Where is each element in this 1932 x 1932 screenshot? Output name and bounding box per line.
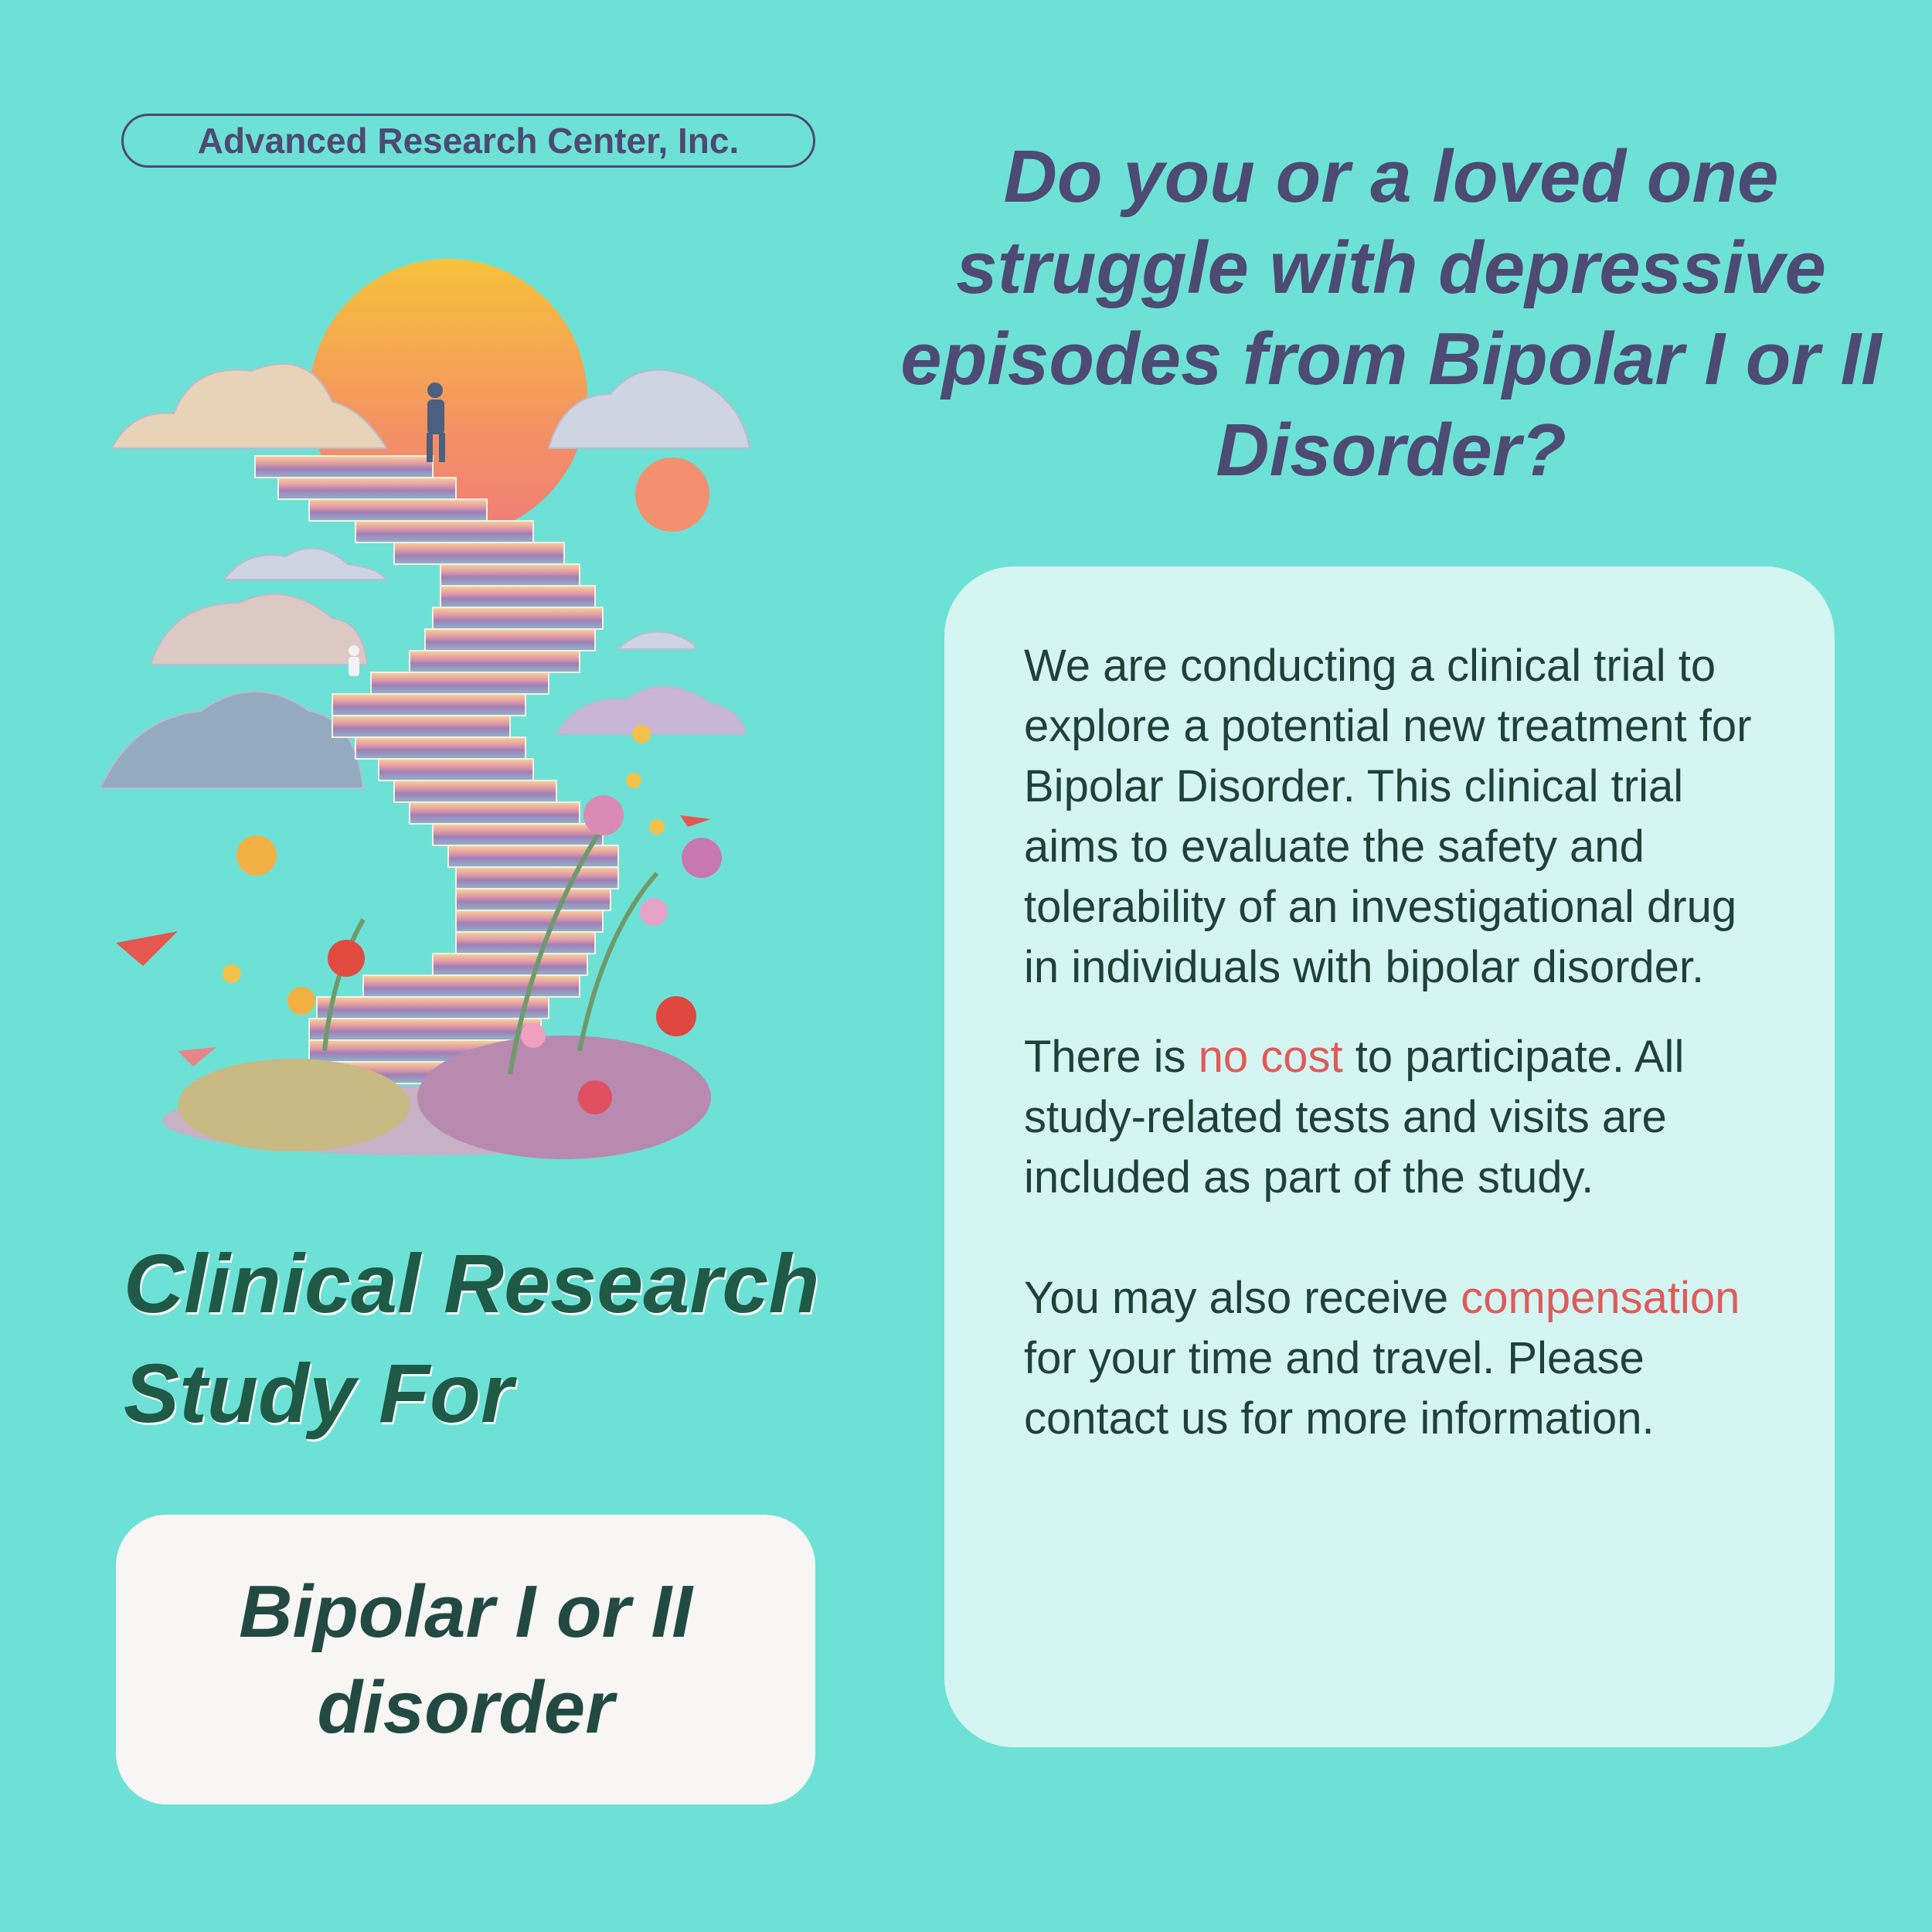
staircase-to-sun-illustration [99,240,835,1167]
study-title: Clinical Research Study For [124,1236,820,1440]
compensation-highlight: compensation [1461,1273,1740,1323]
person-walking-icon [427,383,445,462]
condition-name: Bipolar I or II disorder [239,1570,692,1749]
organization-name: Advanced Research Center, Inc. [197,121,740,161]
no-cost-highlight: no cost [1198,1032,1343,1082]
organization-badge: Advanced Research Center, Inc. [121,114,815,168]
compensation-info: You may also receive compensation for yo… [1024,1273,1740,1444]
study-description: We are conducting a clinical trial to ex… [1024,641,1752,992]
cost-info: There is no cost to participate. All stu… [1024,1032,1685,1202]
study-details-card: We are conducting a clinical trial to ex… [944,566,1835,1747]
headline: Do you or a loved one struggle with depr… [900,135,1882,492]
condition-card: Bipolar I or II disorder [116,1515,815,1804]
paper-plane-icon [116,931,178,966]
